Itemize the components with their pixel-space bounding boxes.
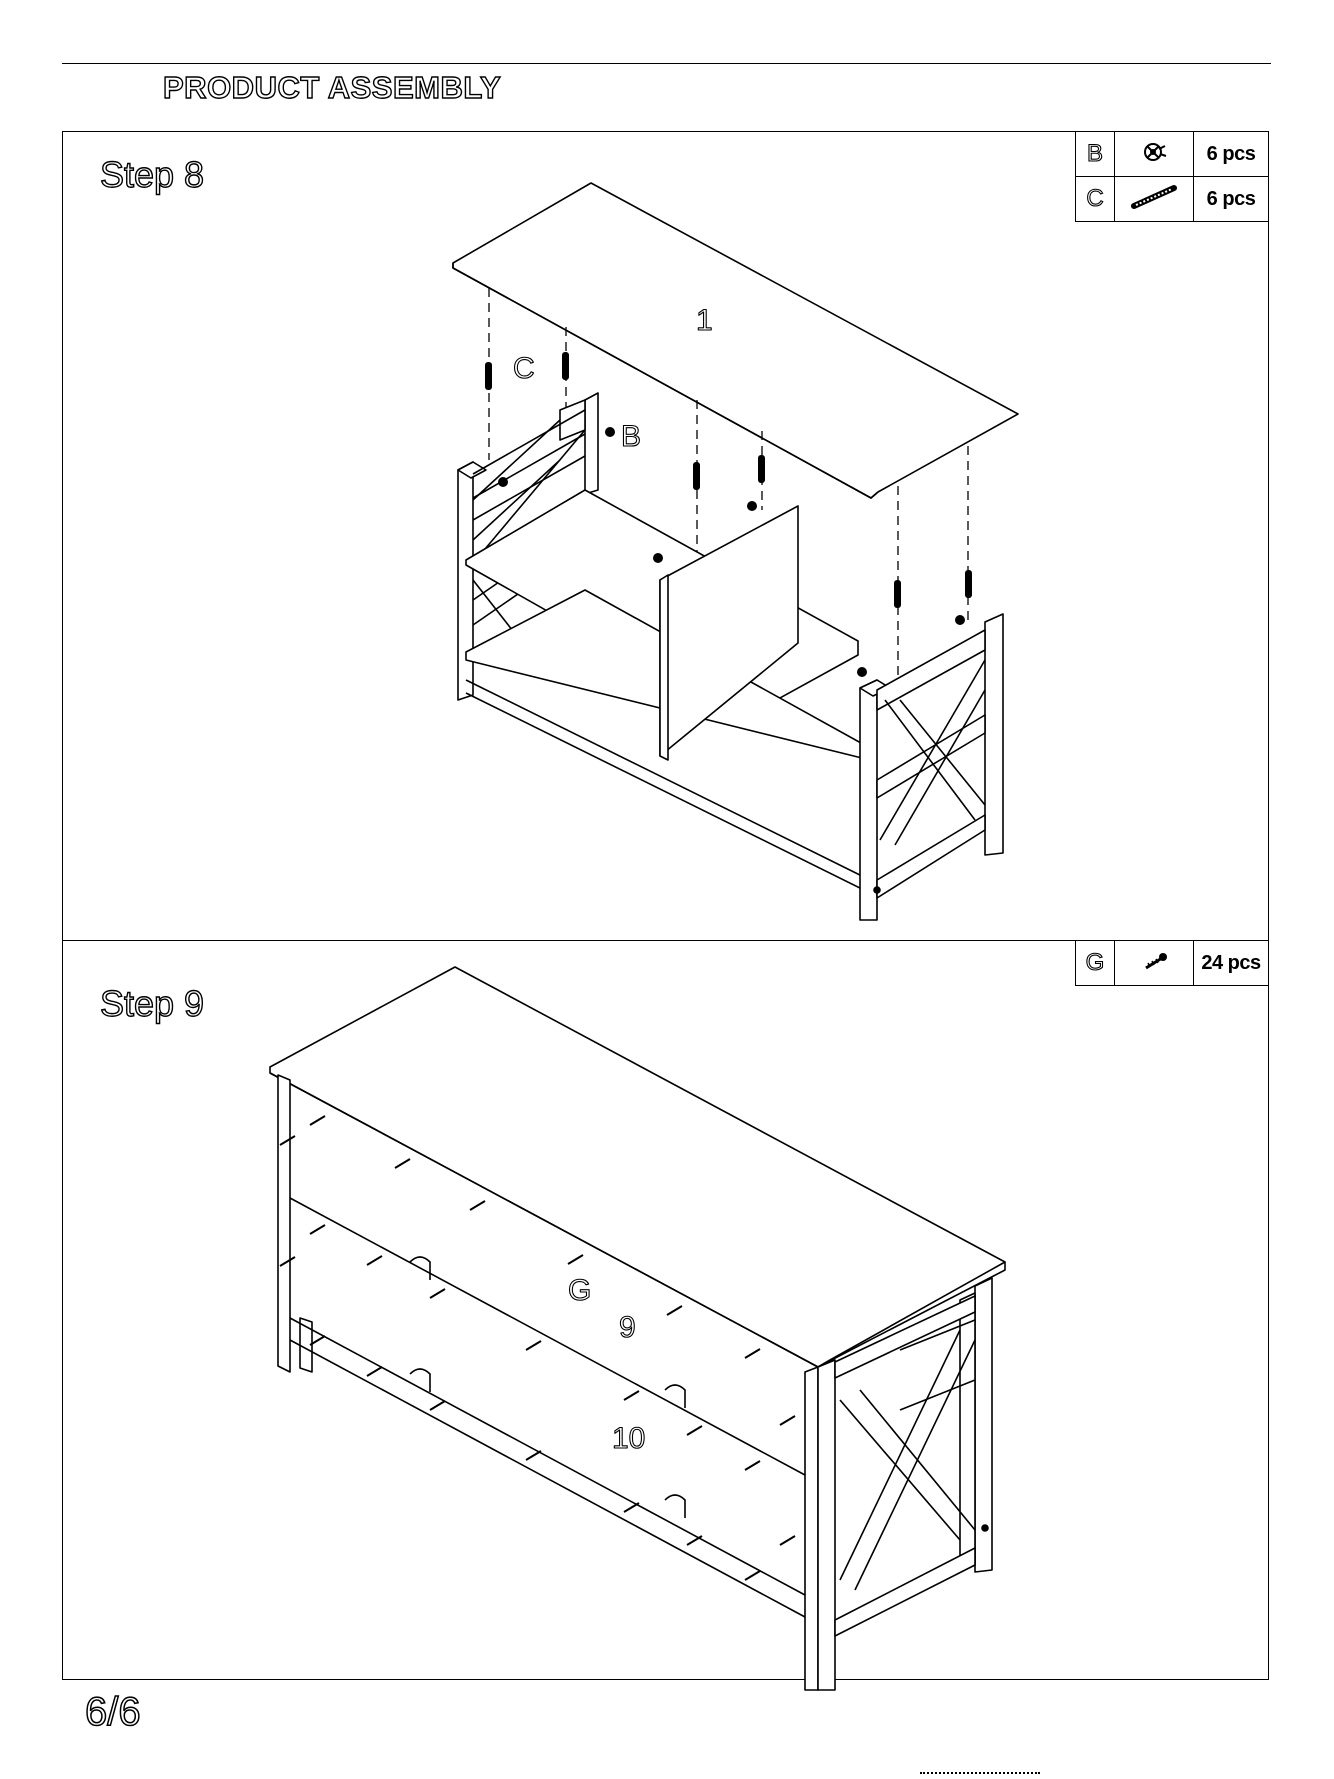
part-10-label: 10	[612, 1422, 645, 1455]
top-panel-1	[453, 183, 1018, 498]
hardware-g-label: G	[568, 1274, 591, 1307]
hardware-b-label: B	[621, 420, 641, 453]
right-end-frame	[860, 614, 1003, 920]
tabletop	[270, 967, 1005, 1367]
hardware-c-label: C	[513, 352, 535, 385]
part-9-label: 9	[619, 1311, 636, 1344]
step-9-illustration: G 9 10	[270, 967, 1005, 1690]
page-number: 6/6	[85, 1690, 141, 1735]
part-1-label: 1	[696, 304, 713, 337]
step-8-illustration: 1 C B	[453, 183, 1018, 920]
bottom-edge-marks	[920, 1772, 1040, 1777]
